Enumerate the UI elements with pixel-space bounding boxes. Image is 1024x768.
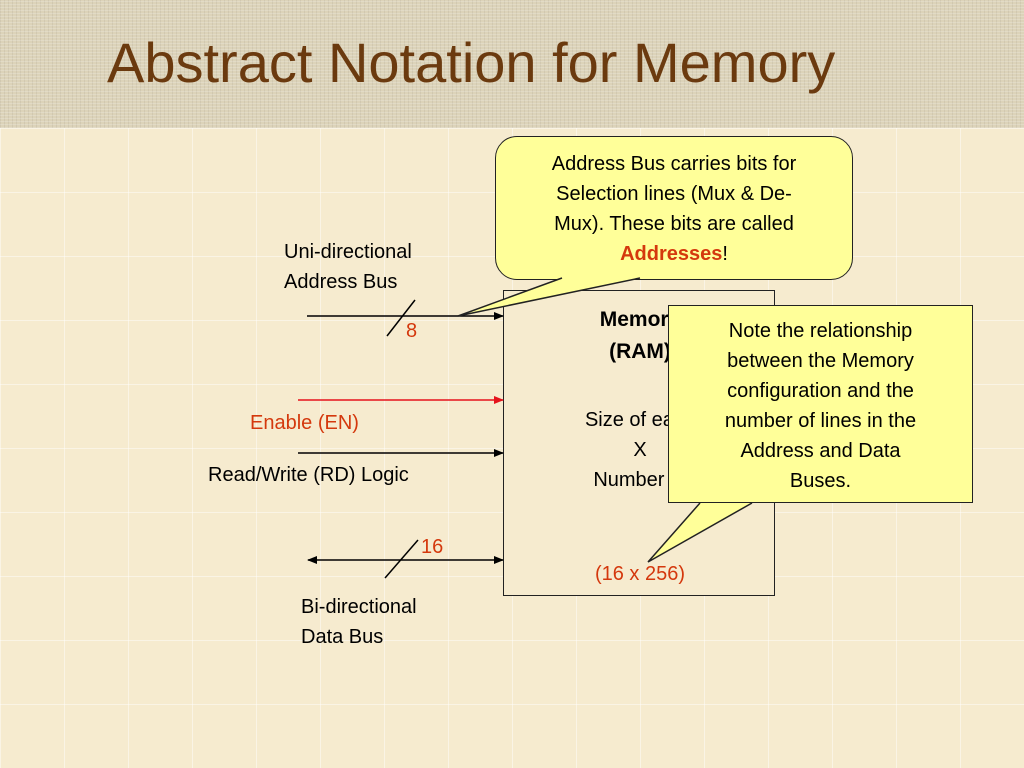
note-line5: Address and Data <box>740 440 901 462</box>
memory-size-line3: Number of <box>593 469 687 491</box>
address-callout-line3: Mux). These bits are called <box>554 213 794 235</box>
address-bus-label-line2: Address Bus <box>284 271 398 293</box>
note-line1: Note the relationship <box>728 320 913 342</box>
data-bus-label-line1: Bi-directional <box>301 596 417 618</box>
addresses-suffix: ! <box>722 243 728 265</box>
note-callout-tail <box>647 502 753 563</box>
header-band <box>0 0 1024 128</box>
read-write-label: Read/Write (RD) Logic <box>208 464 409 486</box>
address-callout-tail <box>457 277 641 317</box>
relationship-note-callout: Note the relationship between the Memory… <box>668 305 973 503</box>
data-bus-label-line2: Data Bus <box>301 626 384 648</box>
address-bus-width: 8 <box>406 320 418 342</box>
enable-label: Enable (EN) <box>250 412 359 434</box>
memory-size-line1: Size of each <box>584 409 696 431</box>
addresses-highlight: Addresses <box>620 243 723 265</box>
memory-size-line2: X <box>633 439 647 461</box>
data-bus-slash <box>384 539 419 579</box>
memory-title: Memory <box>599 308 681 331</box>
slide-title: Abstract Notation for Memory <box>107 31 836 94</box>
address-callout-line2: Selection lines (Mux & De- <box>556 183 792 205</box>
note-line4: number of lines in the <box>724 410 917 432</box>
address-bus-slash <box>386 299 416 337</box>
address-bus-label-line1: Uni-directional <box>284 241 412 263</box>
data-bus-width: 16 <box>421 536 444 558</box>
address-bus-callout: Address Bus carries bits for Selection l… <box>495 136 853 280</box>
note-line3: configuration and the <box>727 380 914 402</box>
note-line6: Buses. <box>789 470 852 492</box>
note-line2: between the Memory <box>727 350 914 372</box>
memory-config: (16 x 256) <box>594 563 686 585</box>
address-callout-line1: Address Bus carries bits for <box>551 153 797 175</box>
address-callout-line4: Addresses! <box>496 239 852 269</box>
memory-block: Memory (RAM) Size of each X Number of (1… <box>503 290 775 596</box>
memory-type: (RAM) <box>609 340 671 363</box>
